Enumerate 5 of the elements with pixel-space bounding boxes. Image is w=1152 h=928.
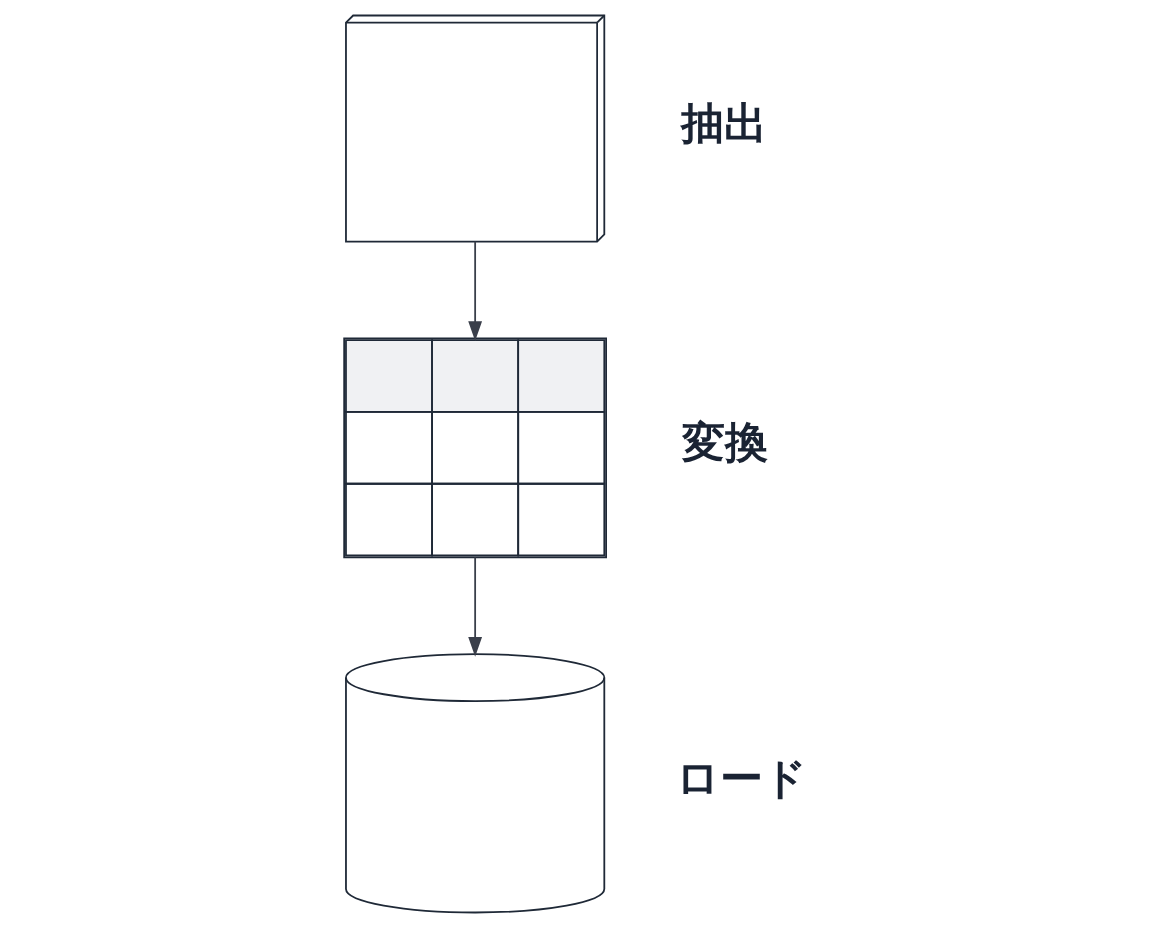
node-label: ロード — [675, 752, 807, 803]
arrow — [467, 240, 482, 342]
node-label: 抽出 — [680, 97, 767, 148]
arrow — [467, 556, 482, 657]
node-label: 変換 — [681, 417, 768, 468]
